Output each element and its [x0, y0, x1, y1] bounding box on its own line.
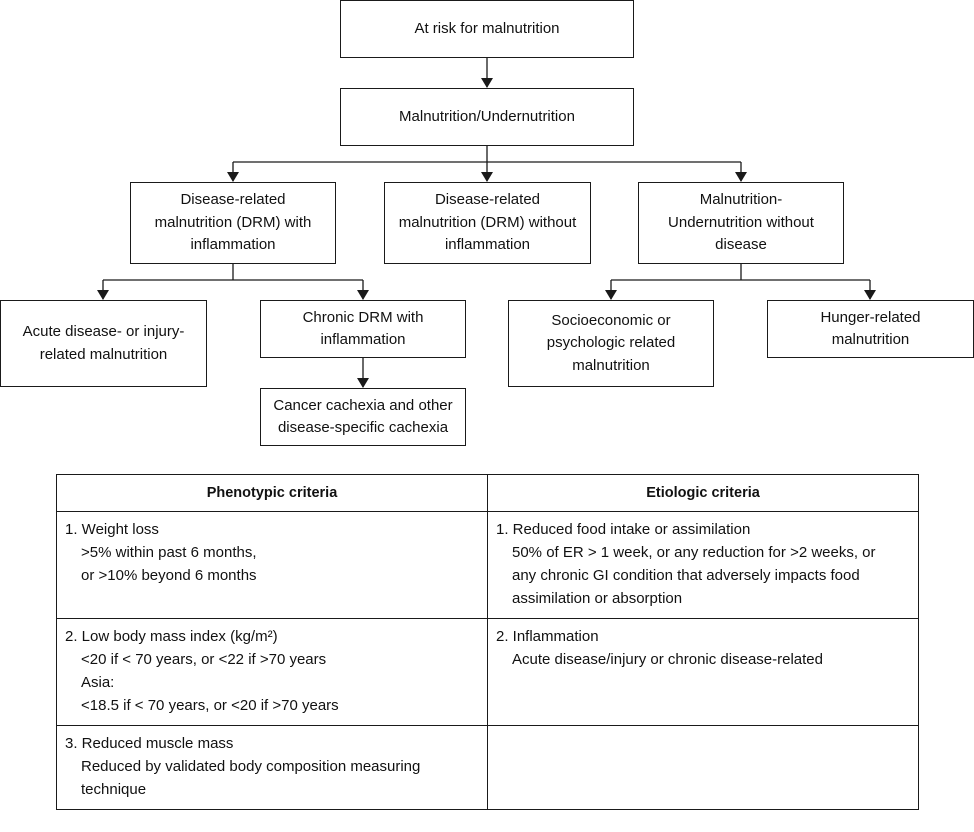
- item-title: 1. Weight loss: [65, 521, 159, 538]
- etiologic-cell-1: 1. Reduced food intake or assimilation 5…: [487, 511, 919, 619]
- phenotypic-cell-2: 2. Low body mass index (kg/m²) <20 if < …: [56, 618, 488, 726]
- item-line: technique: [81, 781, 147, 798]
- item-line: >5% within past 6 months,: [81, 544, 257, 561]
- item-title: 2. Inflammation: [496, 628, 599, 645]
- item-title: 3. Reduced muscle mass: [65, 735, 234, 752]
- without-disease-box: Malnutrition- Undernutrition without dis…: [638, 182, 844, 264]
- acute-box: Acute disease- or injury- related malnut…: [0, 300, 207, 387]
- etiologic-cell-3-empty: [487, 725, 919, 810]
- malnutrition-box: Malnutrition/Undernutrition: [340, 88, 634, 146]
- table-row: 2. Low body mass index (kg/m²) <20 if < …: [56, 618, 919, 726]
- item-line: <18.5 if < 70 years, or <20 if >70 years: [81, 697, 339, 714]
- at-risk-box: At risk for malnutrition: [340, 0, 634, 58]
- phenotypic-header: Phenotypic criteria: [56, 474, 488, 512]
- flowchart-connectors: [97, 58, 876, 388]
- item-line: any chronic GI condition that adversely …: [512, 567, 860, 584]
- item-line: or >10% beyond 6 months: [81, 567, 257, 584]
- table-row: 1. Weight loss >5% within past 6 months,…: [56, 511, 919, 619]
- item-title: 1. Reduced food intake or assimilation: [496, 521, 751, 538]
- item-line: Asia:: [81, 674, 115, 691]
- chronic-box: Chronic DRM with inflammation: [260, 300, 466, 358]
- phenotypic-cell-3: 3. Reduced muscle mass Reduced by valida…: [56, 725, 488, 810]
- item-line: 50% of ER > 1 week, or any reduction for…: [512, 544, 876, 561]
- table-row: 3. Reduced muscle mass Reduced by valida…: [56, 725, 919, 810]
- drm-with-inflammation-box: Disease-related malnutrition (DRM) with …: [130, 182, 336, 264]
- socioeconomic-box: Socioeconomic or psychologic related mal…: [508, 300, 714, 387]
- etiologic-header: Etiologic criteria: [487, 474, 919, 512]
- etiologic-cell-2: 2. Inflammation Acute disease/injury or …: [487, 618, 919, 726]
- cachexia-box: Cancer cachexia and other disease-specif…: [260, 388, 466, 446]
- criteria-table: Phenotypic criteria Etiologic criteria 1…: [56, 474, 919, 810]
- drm-without-inflammation-box: Disease-related malnutrition (DRM) witho…: [384, 182, 591, 264]
- item-line: Reduced by validated body composition me…: [81, 758, 421, 775]
- item-line: assimilation or absorption: [512, 590, 683, 607]
- item-line: Acute disease/injury or chronic disease-…: [512, 651, 823, 668]
- phenotypic-cell-1: 1. Weight loss >5% within past 6 months,…: [56, 511, 488, 619]
- item-line: <20 if < 70 years, or <22 if >70 years: [81, 651, 327, 668]
- hunger-box: Hunger-related malnutrition: [767, 300, 974, 358]
- item-title: 2. Low body mass index (kg/m²): [65, 628, 278, 645]
